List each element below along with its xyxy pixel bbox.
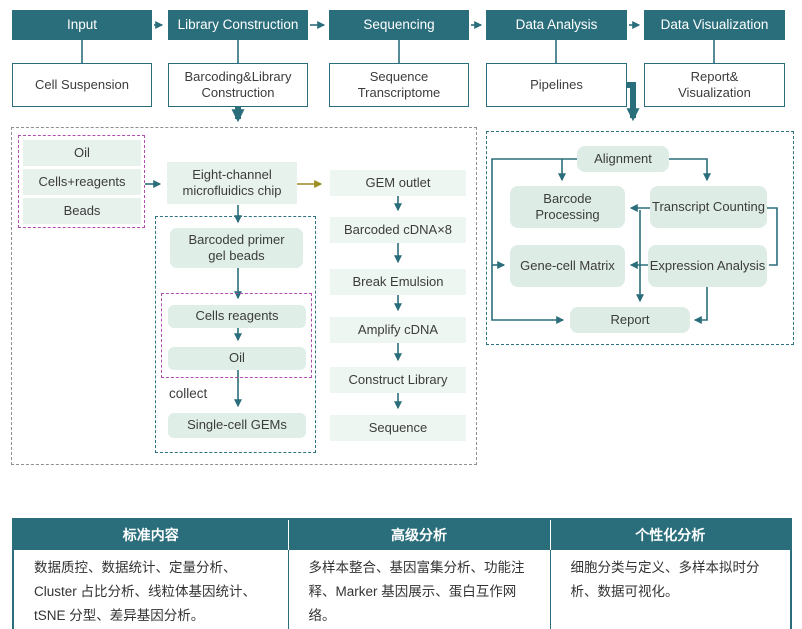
step-construct-library: Construct Library xyxy=(330,367,466,393)
substage-cell-suspension: Cell Suspension xyxy=(12,63,152,107)
step-label: GEM outlet xyxy=(365,174,431,190)
node-gene-cell-matrix: Gene-cell Matrix xyxy=(510,245,625,287)
box-label: Oil xyxy=(74,144,90,160)
col-header-personalized: 个性化分析 xyxy=(549,519,791,550)
node-label: Alignment xyxy=(594,150,652,166)
substage-label: Barcoding&Library Construction xyxy=(184,68,292,100)
box-cells-reagents-gem: Cells reagents xyxy=(168,305,306,328)
stage-label: Library Construction xyxy=(177,17,299,33)
stage-label: Sequencing xyxy=(363,17,435,33)
box-single-cell-gems: Single-cell GEMs xyxy=(168,413,306,438)
gem-contents-group xyxy=(161,293,312,378)
input-reagents-group xyxy=(18,135,145,228)
data-analysis-panel xyxy=(486,131,794,345)
node-label: Barcode Processing xyxy=(535,190,600,222)
substage-label: Pipelines xyxy=(530,76,583,92)
box-barcoded-gel-beads: Barcoded primer gel beads xyxy=(170,228,303,268)
substage-sequence-transcriptome: Sequence Transcriptome xyxy=(329,63,469,107)
box-label: Barcoded primer gel beads xyxy=(188,231,285,263)
step-gem-outlet: GEM outlet xyxy=(330,170,466,196)
node-label: Transcript Counting xyxy=(652,198,765,214)
node-report: Report xyxy=(570,307,690,333)
stage-label: Input xyxy=(66,17,98,33)
table-header-row: 标准内容 高级分析 个性化分析 xyxy=(13,519,791,550)
substage-barcoding-library: Barcoding&Library Construction xyxy=(168,63,308,107)
box-label: Cells reagents xyxy=(195,308,279,324)
box-oil-gem: Oil xyxy=(168,347,306,370)
step-label: Construct Library xyxy=(348,371,448,387)
substage-label: Sequence Transcriptome xyxy=(357,68,441,100)
box-cells-reagents-input: Cells+reagents xyxy=(23,169,141,195)
node-label: Report xyxy=(610,311,650,327)
stage-label: Data Visualization xyxy=(660,17,769,33)
library-construction-panel xyxy=(11,127,477,465)
stage-data-visualization: Data Visualization xyxy=(644,10,785,40)
substage-label: Cell Suspension xyxy=(35,76,129,92)
step-break-emulsion: Break Emulsion xyxy=(330,269,466,295)
stage-data-analysis: Data Analysis xyxy=(486,10,627,40)
step-label: Break Emulsion xyxy=(352,273,444,289)
step-amplify-cdna: Amplify cDNA xyxy=(330,317,466,343)
analysis-content-table: 标准内容 高级分析 个性化分析 数据质控、数据统计、定量分析、Cluster 占… xyxy=(12,518,792,629)
table-body-row: 数据质控、数据统计、定量分析、Cluster 占比分析、线粒体基因统计、tSNE… xyxy=(13,550,791,629)
node-label: Expression Analysis xyxy=(649,257,766,273)
step-label: Sequence xyxy=(368,419,428,435)
gem-generation-group xyxy=(155,216,316,453)
node-label: Gene-cell Matrix xyxy=(520,257,615,273)
step-label: Barcoded cDNA×8 xyxy=(343,221,453,237)
box-oil-input: Oil xyxy=(23,140,141,166)
stage-sequencing: Sequencing xyxy=(329,10,469,40)
cell-personalized-analysis: 细胞分类与定义、多样本拟时分析、数据可视化。 xyxy=(549,550,791,629)
node-transcript-counting: Transcript Counting xyxy=(650,186,767,228)
box-microfluidics-chip: Eight-channel microfluidics chip xyxy=(167,162,297,204)
node-expression-analysis: Expression Analysis xyxy=(648,245,767,287)
step-sequence: Sequence xyxy=(330,415,466,441)
substage-pipelines: Pipelines xyxy=(486,63,627,107)
box-label: Oil xyxy=(229,350,245,366)
node-alignment: Alignment xyxy=(577,146,669,172)
step-label: Amplify cDNA xyxy=(357,321,439,337)
stage-library-construction: Library Construction xyxy=(168,10,308,40)
node-barcode-processing: Barcode Processing xyxy=(510,186,625,228)
box-label: Cells+reagents xyxy=(38,173,126,189)
col-header-advanced: 高级分析 xyxy=(287,519,550,550)
box-beads-input: Beads xyxy=(23,198,141,224)
step-barcoded-cdna: Barcoded cDNA×8 xyxy=(330,217,466,243)
box-label: Eight-channel microfluidics chip xyxy=(182,166,282,198)
col-header-standard: 标准内容 xyxy=(13,519,288,550)
stage-label: Data Analysis xyxy=(515,17,598,33)
substage-report-visualization: Report& Visualization xyxy=(644,63,785,107)
stage-input: Input xyxy=(12,10,152,40)
cell-standard-content: 数据质控、数据统计、定量分析、Cluster 占比分析、线粒体基因统计、tSNE… xyxy=(13,550,288,629)
substage-label: Report& Visualization xyxy=(678,68,751,100)
box-label: Single-cell GEMs xyxy=(187,417,287,433)
cell-advanced-analysis: 多样本整合、基因富集分析、功能注释、Marker 基因展示、蛋白互作网络。 xyxy=(287,550,550,629)
collect-label: collect xyxy=(169,386,208,401)
box-label: Beads xyxy=(63,202,101,218)
